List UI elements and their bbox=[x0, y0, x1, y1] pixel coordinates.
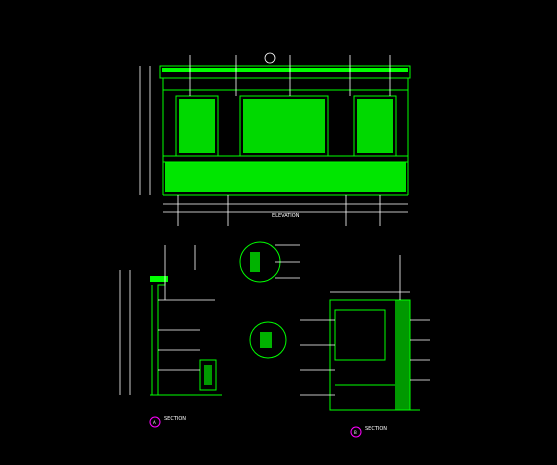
section-b-wall-fill bbox=[395, 300, 410, 410]
section-b-marker-label: B bbox=[354, 430, 357, 435]
section-marker-top bbox=[264, 52, 276, 64]
section-a-railing-fill bbox=[204, 365, 212, 385]
section-a-marker-circle bbox=[149, 416, 161, 428]
section-b-title: SECTION bbox=[365, 426, 387, 432]
section-a-cornice bbox=[150, 276, 168, 282]
center-ornament-fill bbox=[243, 99, 325, 153]
right-ornament-fill bbox=[357, 99, 393, 153]
detail-2-profile bbox=[260, 332, 272, 348]
elevation-view: ELEVATION bbox=[139, 52, 411, 226]
section-b-upper-box bbox=[334, 309, 386, 361]
cornice bbox=[159, 65, 411, 79]
section-a-title: SECTION bbox=[164, 416, 186, 422]
left-ornament-fill bbox=[179, 99, 215, 153]
section-a-railing bbox=[199, 359, 217, 391]
section-a-marker-label: A bbox=[153, 420, 156, 425]
section-a-view: A SECTION bbox=[119, 241, 300, 428]
section-b-marker-circle bbox=[350, 426, 362, 438]
detail-circle-2 bbox=[249, 321, 287, 359]
section-b-view: B SECTION bbox=[249, 255, 430, 438]
cornice-molding bbox=[162, 68, 408, 72]
railing-cap bbox=[162, 155, 409, 163]
elevation-title: ELEVATION bbox=[272, 213, 300, 219]
detail-1-profile bbox=[250, 252, 260, 272]
railing-balusters bbox=[165, 162, 406, 192]
